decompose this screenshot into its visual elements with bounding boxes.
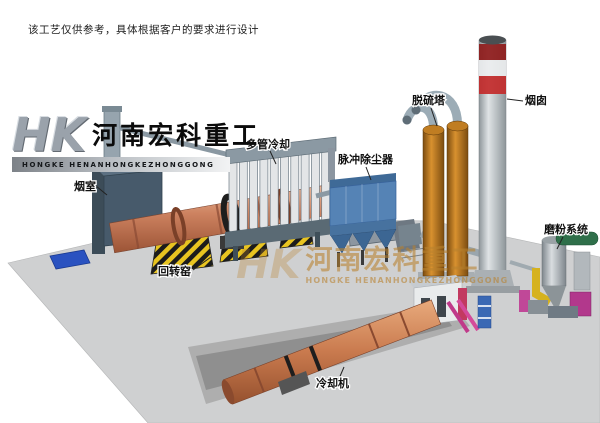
leader-smoke-chamber [95, 185, 108, 196]
pulse-dust-collector [315, 148, 397, 267]
label-pulse-dust-collector: 脉冲除尘器 [337, 152, 394, 166]
cooler-tube [311, 148, 320, 223]
chimney-band-white [479, 60, 506, 76]
chimney-band-dark [479, 44, 506, 60]
foundation-pad [49, 249, 91, 270]
multi-tube-cooler [225, 136, 337, 261]
cooler-bin [225, 218, 334, 248]
air-column [477, 295, 492, 329]
label-multi-tube-cooler: 多管冷却 [246, 137, 290, 151]
label-grinding-system: 磨粉系统 [543, 222, 588, 236]
yellow-duct [532, 268, 552, 306]
cooler-tube [300, 149, 310, 224]
labels: 烟室 多管冷却 脉冲除尘器 脱硫塔 烟囱 磨粉系统 回转窑 冷却机 [73, 92, 590, 392]
logo-band: HONGKE HENANHONGKEZHONGGONG [12, 157, 230, 172]
disclaimer-text: 该工艺仅供参考，具体根据客户的要求进行设计 [28, 24, 259, 36]
logo-monogram: HK [12, 108, 87, 162]
leader-grinding-system [556, 236, 564, 250]
grinding-system [446, 231, 599, 334]
cooler-tube [290, 150, 300, 226]
logo-company-name: 河南宏科重工 [92, 121, 261, 150]
tower-elbow-pipe [402, 102, 438, 133]
chimney-band-red [479, 76, 506, 94]
cooler-tube [238, 156, 248, 232]
bag-filter [573, 251, 591, 291]
cooler-tube [249, 155, 258, 230]
tower-cylinder [422, 129, 445, 277]
label-smoke-chamber: 烟室 [74, 179, 96, 193]
company-logo: HK 河南宏科重工 HONGKE HENANHONGKEZHONGGONG [12, 108, 257, 172]
leader-multi-tube-cooler [269, 150, 277, 165]
label-cooling-machine: 冷却机 [316, 376, 349, 390]
leader-pulse-dust-collector [365, 166, 372, 181]
label-desulfurization-tower: 脱硫塔 [412, 93, 446, 107]
cooler-tube [269, 152, 279, 228]
kiln-tyre [170, 206, 187, 246]
label-chimney: 烟囱 [525, 93, 547, 107]
chimney [466, 35, 520, 293]
cooler-tube [259, 154, 269, 229]
cooler-tube [280, 151, 289, 227]
leader-desulfurization-tower [430, 107, 438, 127]
cyclone [541, 239, 567, 287]
collector-hopper [352, 231, 375, 252]
building-door [437, 296, 446, 317]
green-pipe [555, 231, 599, 246]
leader-cooling-machine [337, 366, 345, 382]
leader-chimney [506, 98, 524, 102]
logo-english-name: HONGKE HENANHONGKEZHONGGONG [22, 160, 215, 169]
desulfurization-towers [402, 90, 483, 282]
collector-hopper [374, 228, 397, 250]
label-rotary-kiln: 回转窑 [158, 264, 191, 278]
leader-rotary-kiln [192, 256, 212, 271]
tower-elbow-pipe [411, 90, 462, 129]
cooling-machine [221, 299, 442, 405]
tower-cylinder [446, 125, 469, 277]
collector-hopper [330, 233, 353, 254]
